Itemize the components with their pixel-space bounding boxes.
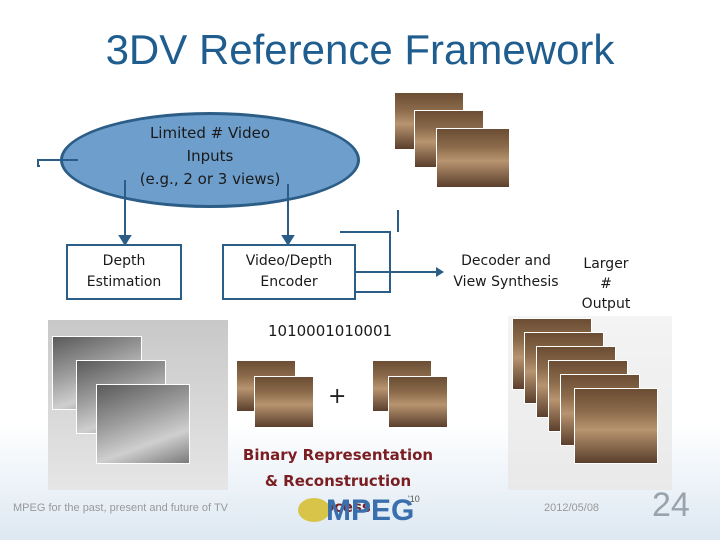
encoded-view-2 <box>254 376 314 428</box>
footer-text: MPEG for the past, present and future of… <box>13 502 228 514</box>
depth-map-3 <box>96 384 190 464</box>
plus-sign: + <box>328 384 346 409</box>
binary-string: 1010001010001 <box>268 322 392 340</box>
encoded-view-4 <box>388 376 448 428</box>
footer-date: 2012/05/08 <box>544 502 599 514</box>
svg-text:'10: '10 <box>408 494 420 504</box>
mpeg-logo: MPEG '10 <box>292 488 440 530</box>
page-number: 24 <box>652 486 690 525</box>
output-view-6 <box>574 388 658 464</box>
logo-text: MPEG <box>326 494 414 527</box>
